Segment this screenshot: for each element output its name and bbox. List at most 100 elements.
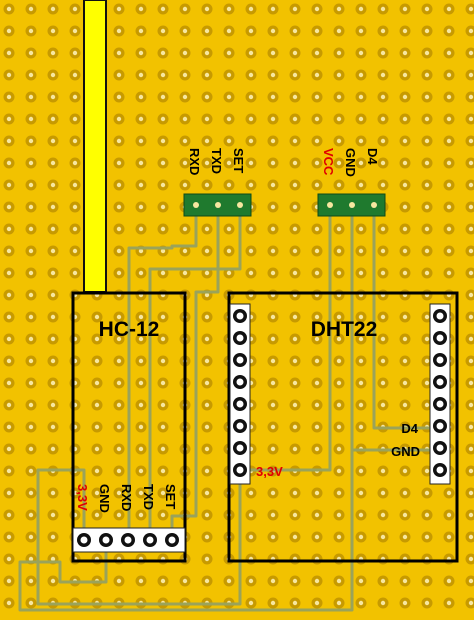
pad-hole	[50, 270, 56, 276]
pad-hole	[292, 380, 298, 386]
pad-hole	[204, 6, 210, 12]
pad-hole	[226, 248, 232, 254]
pad-hole	[424, 534, 430, 540]
wire-hc12-gnd	[18, 450, 354, 612]
pad-hole	[314, 28, 320, 34]
pad-hole	[28, 578, 34, 584]
pad-hole	[358, 468, 364, 474]
pad-hole	[138, 116, 144, 122]
pad-hole	[6, 182, 12, 188]
pad-hole	[116, 226, 122, 232]
pad-hole	[204, 28, 210, 34]
pad-hole	[270, 28, 276, 34]
pad-hole	[72, 226, 78, 232]
pad-hole	[248, 182, 254, 188]
pad-hole	[270, 512, 276, 518]
pad-hole	[270, 446, 276, 452]
pad-hole	[160, 94, 166, 100]
pad-hole	[28, 94, 34, 100]
pad-hole	[468, 446, 474, 452]
header-label-txd: TXD	[209, 148, 224, 174]
pad-hole	[50, 6, 56, 12]
dht22-title: DHT22	[311, 318, 378, 341]
pad-hole	[336, 226, 342, 232]
pad-hole	[380, 182, 386, 188]
pad-hole	[116, 578, 122, 584]
pad-hole	[94, 380, 100, 386]
pad-hole	[138, 512, 144, 518]
pad-hole	[402, 116, 408, 122]
pad-hole	[138, 490, 144, 496]
pad-hole	[336, 468, 342, 474]
pad-hole	[314, 160, 320, 166]
pad-hole	[226, 138, 232, 144]
pad-hole	[468, 358, 474, 364]
pad-hole	[446, 512, 452, 518]
pad-hole	[468, 182, 474, 188]
header-label-d4: D4	[365, 148, 380, 165]
pad-hole	[160, 72, 166, 78]
pad-hole	[28, 50, 34, 56]
pad-hole	[160, 270, 166, 276]
pin-hole	[236, 356, 244, 364]
pad-hole	[270, 270, 276, 276]
pad-hole	[204, 226, 210, 232]
pad-hole	[182, 226, 188, 232]
pad-hole	[116, 160, 122, 166]
pad-hole	[358, 314, 364, 320]
pad-hole	[336, 534, 342, 540]
pad-hole	[116, 94, 122, 100]
hc12-module: HC-12 3,3V GND RXD TXD SET	[71, 291, 187, 563]
pad-hole	[94, 490, 100, 496]
pad-hole	[160, 468, 166, 474]
pin-hole	[236, 334, 244, 342]
pad-hole	[314, 182, 320, 188]
pad-hole	[336, 72, 342, 78]
pad-hole	[424, 204, 430, 210]
pad-hole	[424, 50, 430, 56]
pad-hole	[226, 6, 232, 12]
pad-hole	[248, 226, 254, 232]
pad-hole	[6, 556, 12, 562]
pad-hole	[72, 72, 78, 78]
pad-hole	[292, 358, 298, 364]
pad-hole	[358, 6, 364, 12]
pad-hole	[270, 182, 276, 188]
pad-hole	[358, 50, 364, 56]
pad-hole	[380, 468, 386, 474]
pad-hole	[204, 116, 210, 122]
pad-hole	[226, 94, 232, 100]
pad-hole	[424, 490, 430, 496]
pad-hole	[358, 512, 364, 518]
pad-hole	[314, 270, 320, 276]
header-pin-rxd	[193, 202, 199, 208]
pad-hole	[50, 512, 56, 518]
pad-hole	[402, 358, 408, 364]
pad-hole	[204, 490, 210, 496]
pad-hole	[116, 204, 122, 210]
pad-hole	[248, 138, 254, 144]
pad-hole	[116, 380, 122, 386]
pad-hole	[424, 116, 430, 122]
pad-hole	[50, 336, 56, 342]
pin-hole	[436, 378, 444, 386]
pad-hole	[380, 226, 386, 232]
pad-hole	[358, 424, 364, 430]
pad-hole	[424, 270, 430, 276]
pad-hole	[204, 402, 210, 408]
pad-hole	[28, 226, 34, 232]
pad-hole	[116, 336, 122, 342]
pad-hole	[314, 512, 320, 518]
header-label-set: SET	[231, 148, 246, 173]
pad-hole	[424, 226, 430, 232]
pad-hole	[94, 358, 100, 364]
pin-hole	[436, 400, 444, 408]
pin-hole	[236, 444, 244, 452]
pad-hole	[50, 380, 56, 386]
pad-hole	[72, 138, 78, 144]
pad-hole	[6, 380, 12, 386]
pad-hole	[358, 94, 364, 100]
pad-hole	[446, 138, 452, 144]
pad-hole	[94, 512, 100, 518]
pad-hole	[292, 94, 298, 100]
